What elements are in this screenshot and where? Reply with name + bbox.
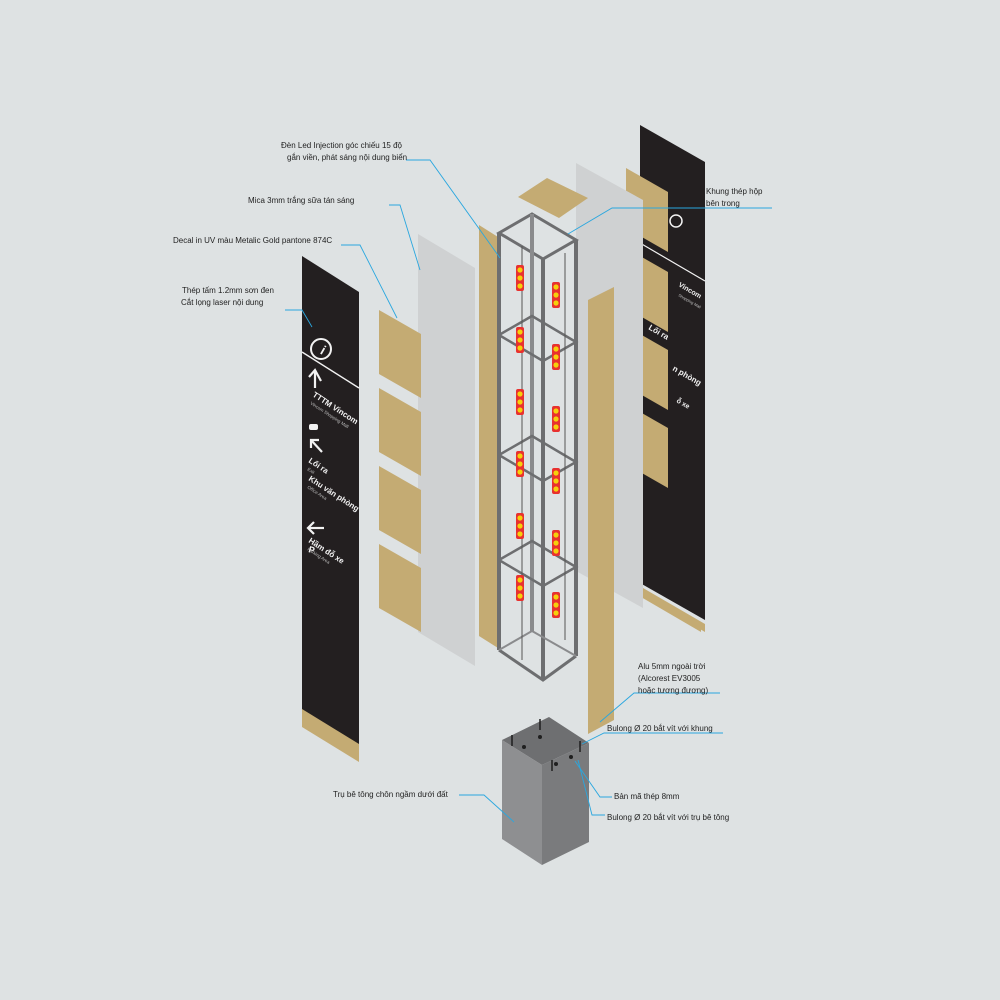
callout-steel-2: Cắt lọng laser nội dung — [181, 298, 263, 307]
parking-icon: P — [307, 544, 315, 555]
arrow-up-icon — [308, 368, 322, 388]
arrow-upleft-icon — [309, 438, 323, 453]
led-module — [516, 451, 524, 477]
callout-bolt-concrete: Bulong Ø 20 bắt vít với trụ bê tông — [607, 813, 729, 822]
callout-concrete: Trụ bê tông chôn ngầm dưới đất — [333, 790, 449, 799]
front-gold-decal — [379, 310, 421, 632]
led-module — [552, 282, 560, 308]
led-module — [516, 265, 524, 291]
callout-mica: Mica 3mm trắng sữa tán sáng — [248, 196, 354, 205]
concrete-base — [502, 717, 589, 865]
anchor-bolts — [511, 719, 581, 771]
info-icon — [310, 338, 332, 360]
back-info-icon — [669, 214, 683, 228]
led-modules-right — [552, 282, 560, 618]
callout-bolt-frame: Bulong Ø 20 bắt vít với khung — [607, 724, 713, 733]
top-cap-gold — [518, 178, 588, 218]
leader-lines — [285, 159, 772, 823]
callout-plate: Bản mã thép 8mm — [614, 792, 680, 801]
callout-led-2: gắn viền, phát sáng nội dung biển — [287, 153, 407, 162]
car-icon — [309, 424, 318, 430]
led-module — [516, 327, 524, 353]
front-mica-panel — [418, 234, 475, 666]
led-modules-left — [516, 265, 524, 601]
alu-panel-gold — [588, 287, 614, 734]
front-sign-gold-base — [302, 709, 359, 762]
callout-steel-1: Thép tấm 1.2mm sơn đen — [182, 286, 274, 295]
led-module — [552, 530, 560, 556]
callout-frame-2: bên trong — [706, 199, 740, 208]
led-module — [552, 344, 560, 370]
led-module — [552, 592, 560, 618]
callout-alu-3: hoặc tương đương) — [638, 686, 708, 695]
frame-gold-strip — [479, 225, 498, 648]
callout-frame-1: Khung thép hộp — [706, 187, 763, 196]
info-icon-glyph: i — [318, 343, 329, 358]
exit-subtext: Exit — [306, 467, 316, 476]
led-module — [552, 468, 560, 494]
callouts: Đèn Led Injection góc chiếu 15 độ gắn vi… — [173, 141, 763, 822]
arrow-left-icon — [306, 521, 324, 535]
led-module — [516, 575, 524, 601]
steel-frame — [496, 212, 579, 682]
led-module — [552, 406, 560, 432]
callout-decal: Decal in UV màu Metalic Gold pantone 874… — [173, 236, 332, 245]
callout-alu-2: (Alcorest EV3005 — [638, 674, 701, 683]
led-module — [516, 513, 524, 539]
callout-alu-1: Alu 5mm ngoài trời — [638, 662, 706, 671]
callout-led-1: Đèn Led Injection góc chiếu 15 độ — [281, 141, 403, 150]
led-module — [516, 389, 524, 415]
front-black-sign: i TTTM Vincom Vincom Shopping Mall Lối r… — [301, 256, 361, 762]
